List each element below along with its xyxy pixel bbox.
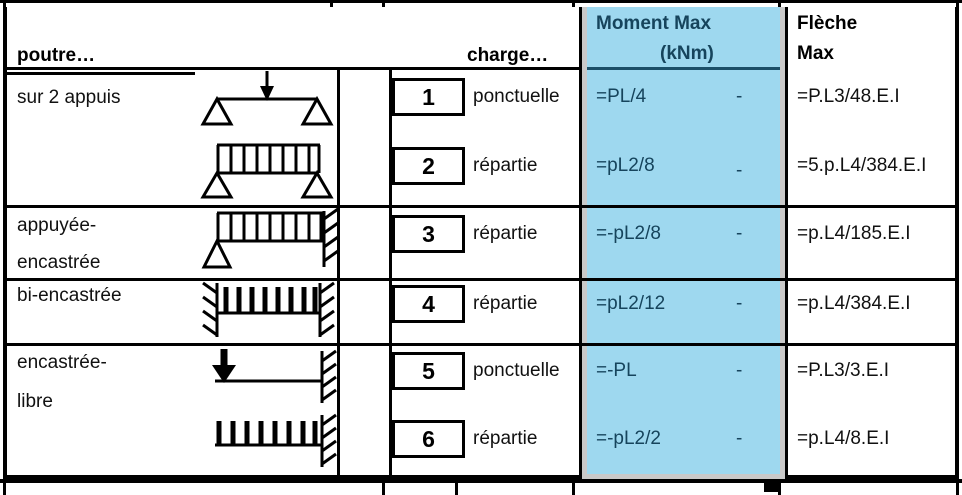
moment-value-2: =pL2/8: [596, 155, 655, 176]
deflection-value-4: =p.L4/384.E.I: [797, 293, 911, 314]
load-type-6: répartie: [473, 428, 538, 449]
diagram-fixed-fixed-distributed-load: [202, 281, 335, 337]
top-divider-moment: [572, 0, 575, 7]
moment-dash-3: -: [736, 223, 743, 244]
diagram-cantilever-point-load: [212, 349, 337, 403]
deflection-value-1: =P.L3/48.E.I: [797, 86, 900, 107]
row-divider-group-1: [7, 205, 955, 208]
moment-header-underline: [587, 67, 780, 70]
bottom-divider-right: [956, 479, 959, 495]
load-number-box-5: 5: [392, 352, 465, 390]
top-divider-fleche: [778, 0, 781, 7]
load-number-box-4: 4: [392, 285, 465, 323]
bottom-divider-fleche: [778, 479, 781, 495]
header-charge: charge…: [467, 45, 549, 66]
load-type-2: répartie: [473, 155, 538, 176]
load-number-box-1: 1: [392, 78, 465, 116]
moment-value-5: =-PL: [596, 360, 637, 381]
moment-max-column-band: [582, 7, 785, 479]
load-number-box-6: 6: [392, 420, 465, 458]
load-number-box-2: 2: [392, 147, 465, 185]
moment-dash-2: -: [736, 160, 743, 181]
row-divider-group-3: [7, 343, 955, 346]
row-divider-header: [7, 67, 579, 70]
top-divider-charge: [330, 0, 333, 7]
header-poutre: poutre…: [17, 45, 96, 66]
deflection-value-2: =5.p.L4/384.E.I: [797, 155, 927, 176]
beam-label-encastree-libre-line1: encastrée-: [17, 352, 107, 373]
beam-label-bi-encastree: bi-encastrée: [17, 285, 122, 306]
top-partial-row: [0, 0, 962, 7]
top-divider-left: [3, 0, 6, 7]
header-fleche-max: Max: [797, 43, 834, 64]
load-number-box-3: 3: [392, 215, 465, 253]
column-divider-moment: [579, 7, 582, 475]
moment-dash-6: -: [736, 428, 743, 449]
load-type-5: ponctuelle: [473, 360, 560, 381]
beam-formula-table: poutre… charge… Moment Max (kNm) Flèche …: [3, 7, 959, 479]
moment-dash-4: -: [736, 293, 743, 314]
deflection-value-3: =p.L4/185.E.I: [797, 223, 911, 244]
top-rule: [0, 0, 962, 3]
beam-label-sur-2-appuis: sur 2 appuis: [17, 87, 121, 108]
beam-label-appuyee-encastree-line2: encastrée: [17, 252, 101, 273]
bottom-divider-moment: [572, 479, 575, 495]
diagram-propped-cantilever-distributed-load: [201, 207, 339, 269]
top-divider-right: [956, 0, 959, 7]
header-fleche: Flèche: [797, 13, 858, 34]
diagram-simply-supported-point-load: [200, 71, 334, 126]
column-divider-fleche: [785, 7, 788, 475]
poutre-header-underline-dup: [7, 72, 195, 75]
bottom-divider-charge2: [455, 479, 458, 495]
header-moment-unit: (kNm): [660, 43, 714, 64]
moment-dash-5: -: [736, 360, 743, 381]
bottom-rule: [0, 479, 962, 483]
diagram-simply-supported-distributed-load: [200, 143, 334, 199]
bottom-divider-num: [382, 479, 385, 495]
beam-label-encastree-libre-line2: libre: [17, 391, 53, 412]
load-type-4: répartie: [473, 293, 538, 314]
moment-value-3: =-pL2/8: [596, 223, 661, 244]
header-moment-max: Moment Max: [596, 13, 712, 34]
moment-value-6: =-pL2/2: [596, 428, 661, 449]
deflection-value-5: =P.L3/3.E.I: [797, 360, 890, 381]
moment-value-1: =PL/4: [596, 86, 647, 107]
bottom-marker-block: [764, 483, 778, 492]
load-type-3: répartie: [473, 223, 538, 244]
deflection-value-6: =p.L4/8.E.I: [797, 428, 890, 449]
top-divider-num: [382, 0, 385, 7]
moment-value-4: =pL2/12: [596, 293, 666, 314]
charge-header-underline: [337, 67, 579, 70]
bottom-divider-left: [3, 479, 6, 495]
diagram-cantilever-distributed-load: [215, 413, 337, 467]
row-divider-group-2: [7, 278, 955, 281]
column-divider-number: [389, 67, 392, 475]
moment-dash-1: -: [736, 86, 743, 107]
bottom-partial-row: [0, 479, 962, 495]
load-type-1: ponctuelle: [473, 86, 560, 107]
column-divider-charge: [337, 67, 340, 475]
beam-label-appuyee-encastree-line1: appuyée-: [17, 215, 97, 236]
